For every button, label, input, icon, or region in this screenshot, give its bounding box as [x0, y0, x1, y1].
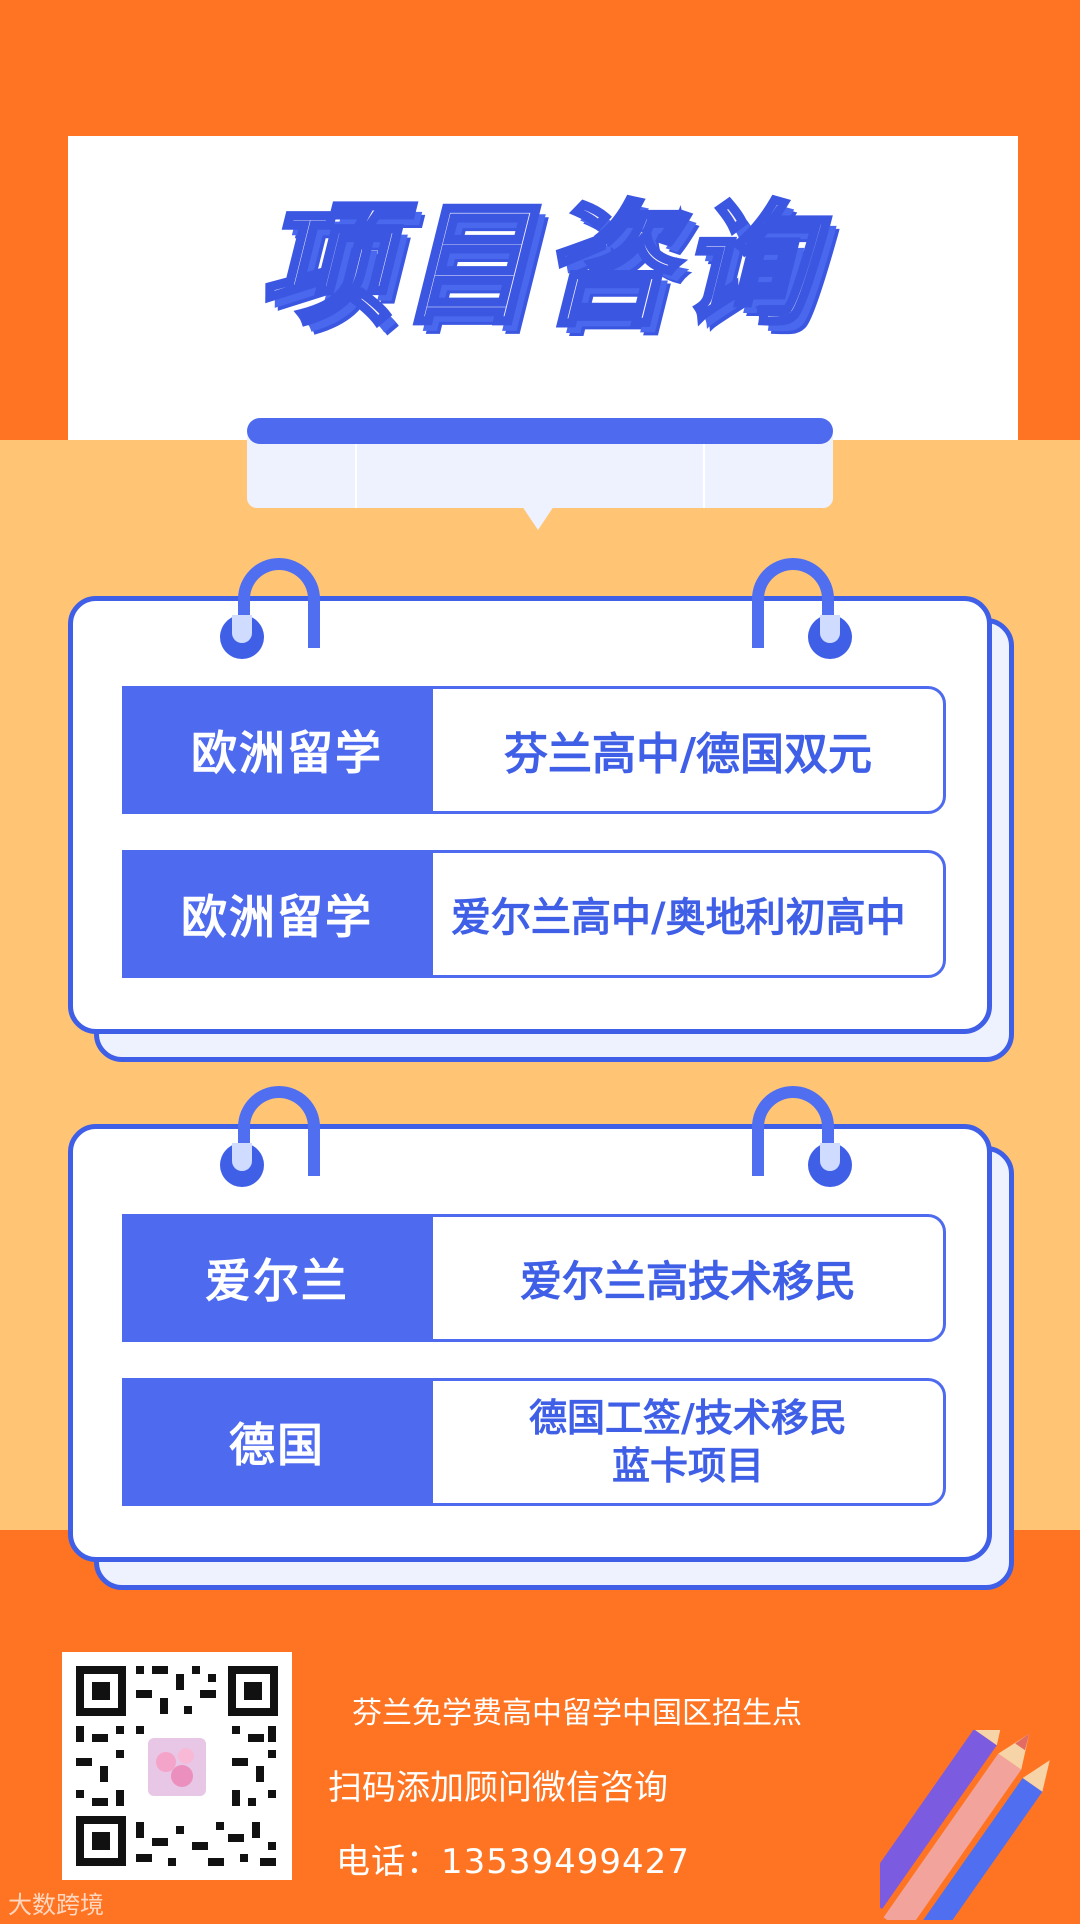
speech-pointer [522, 506, 554, 530]
ring-hole-icon [220, 615, 264, 659]
watermark: 大数跨境 [8, 1891, 104, 1919]
footer-line-1: 芬兰免学费高中留学中国区招生点 [352, 1696, 802, 1731]
ring-hole-icon [220, 1143, 264, 1187]
tab-divider [703, 432, 705, 508]
tab-divider [355, 432, 357, 508]
row-value: 芬兰高中/德国双元 [430, 686, 946, 814]
row-label: 爱尔兰 [122, 1214, 432, 1342]
header-tab-panel [247, 432, 833, 508]
row-label: 德国 [122, 1378, 432, 1506]
footer-line-2: 扫码添加顾问微信咨询 [328, 1768, 668, 1808]
header-ribbon [247, 418, 833, 444]
pencils-icon [859, 1709, 1080, 1924]
row-value: 德国工签/技术移民 蓝卡项目 [430, 1378, 946, 1506]
row-label: 欧洲留学 [122, 686, 432, 814]
header-card [68, 136, 1018, 440]
row-label: 欧洲留学 [122, 850, 432, 978]
ring-hole-icon [808, 615, 852, 659]
row-value: 爱尔兰高技术移民 [430, 1214, 946, 1342]
row-value-line: 德国工签/技术移民 [529, 1396, 847, 1440]
page-title: 项目咨询 [258, 189, 820, 343]
footer-phone[interactable]: 电话：13539499427 [336, 1842, 690, 1882]
ring-hole-icon [808, 1143, 852, 1187]
row-value-line: 蓝卡项目 [611, 1444, 764, 1488]
row-value: 爱尔兰高中/奥地利初高中 [430, 850, 946, 978]
qr-code-icon[interactable] [62, 1652, 292, 1880]
